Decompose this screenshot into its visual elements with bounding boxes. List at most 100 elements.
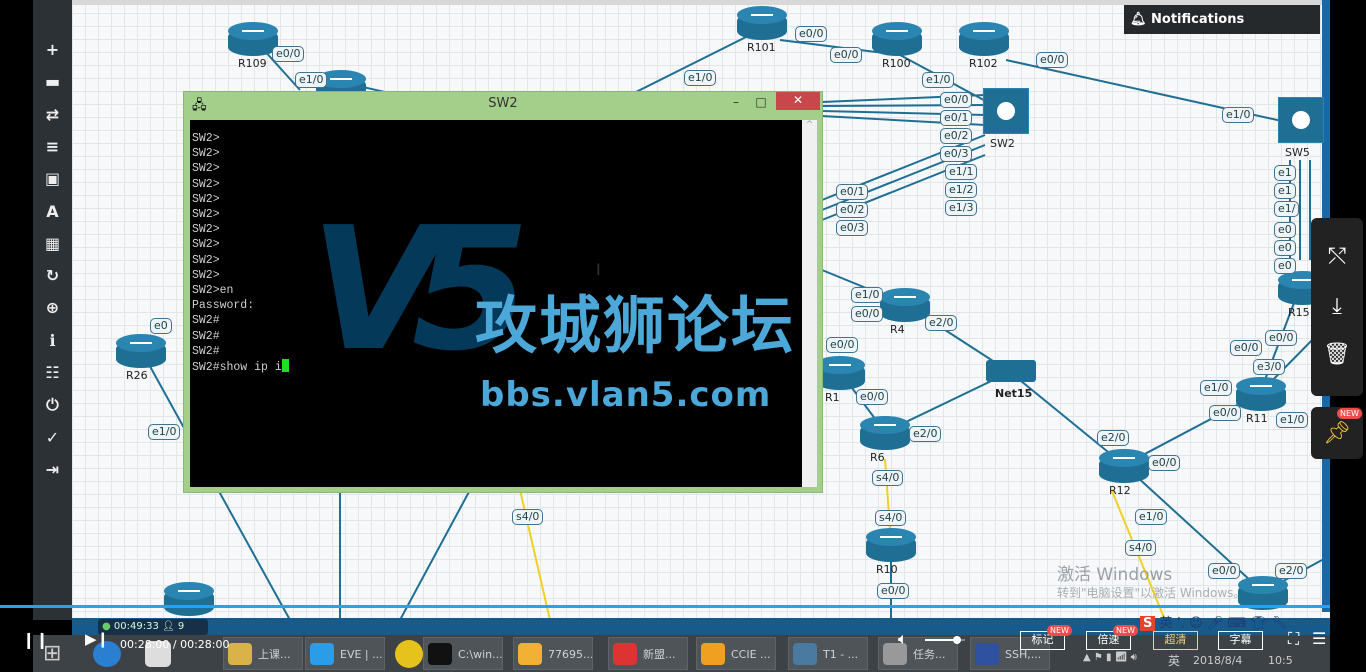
emoji-icon[interactable]: ☺ bbox=[1189, 616, 1203, 631]
port-label: e0 bbox=[1274, 240, 1296, 256]
node-label[interactable]: R12 bbox=[1109, 484, 1131, 497]
node-label[interactable]: R26 bbox=[126, 369, 148, 382]
taskbar-item[interactable]: SSH,... bbox=[970, 637, 1050, 670]
video-progress-bar[interactable] bbox=[0, 605, 1366, 608]
sogou-browser-icon[interactable] bbox=[93, 641, 121, 667]
keyboard-icon[interactable]: ⌨ bbox=[1227, 616, 1247, 631]
refresh-icon[interactable]: ↻ bbox=[45, 266, 60, 286]
table-icon[interactable]: ☷ bbox=[45, 363, 60, 382]
node-label[interactable]: R102 bbox=[969, 57, 998, 70]
minimize-button[interactable]: – bbox=[733, 95, 739, 109]
router-r26[interactable] bbox=[116, 334, 166, 368]
windows-start-icon[interactable]: ⊞ bbox=[43, 641, 62, 666]
taskbar-item[interactable]: C:\win... bbox=[423, 637, 503, 670]
clock-time[interactable]: 10:5 bbox=[1268, 654, 1293, 667]
skin-icon[interactable]: 👕︎ bbox=[1250, 616, 1267, 631]
node-label[interactable]: R11 bbox=[1246, 412, 1268, 425]
server-icon[interactable]: ▬ bbox=[44, 72, 61, 92]
fullscreen-icon[interactable]: ⛶ bbox=[1288, 629, 1300, 648]
node-label[interactable]: SW2 bbox=[990, 137, 1015, 150]
tray-language[interactable]: 英 bbox=[1168, 654, 1181, 668]
share-icon[interactable]: ⤲ bbox=[1328, 244, 1346, 269]
download-icon[interactable]: ⤓ bbox=[1332, 294, 1342, 319]
check-circle-icon[interactable]: ✓ bbox=[45, 427, 60, 447]
playlist-icon[interactable]: ☰ bbox=[1312, 629, 1327, 648]
ime-toolbar[interactable]: S 英 ’, ☺ 🎤︎ ⌨ 👕︎ 🔧︎ bbox=[1140, 612, 1322, 632]
terminal-screen[interactable]: SW2>SW2>SW2>SW2>SW2>SW2>SW2>SW2>SW2>SW2>… bbox=[190, 120, 802, 487]
network-net15[interactable] bbox=[986, 360, 1036, 382]
power-icon[interactable]: ⏻ bbox=[46, 395, 59, 415]
taskbar-item[interactable]: T1 - ... bbox=[788, 637, 868, 670]
mic-icon[interactable]: 🎤︎ bbox=[1206, 616, 1224, 631]
router-r1[interactable] bbox=[815, 356, 865, 390]
taskbar-item-label: C:\win... bbox=[458, 648, 503, 661]
sogou-icon[interactable]: S bbox=[1140, 616, 1156, 631]
taskbar-item[interactable]: 77695... bbox=[513, 637, 593, 670]
router-r100[interactable] bbox=[872, 22, 922, 56]
router-r4[interactable] bbox=[880, 288, 930, 322]
router-r109[interactable] bbox=[228, 22, 278, 56]
node-label[interactable]: Net15 bbox=[995, 387, 1033, 400]
watermark-logo: V5 bbox=[310, 191, 530, 389]
tray-icons[interactable]: ▲ ⚑ ▮ 📶︎ 🔊︎ bbox=[1083, 652, 1137, 663]
terminal-line: SW2> bbox=[192, 132, 220, 145]
info-icon[interactable]: ℹ bbox=[49, 330, 56, 350]
pin-icon[interactable]: 📌︎ bbox=[1323, 421, 1351, 446]
list-icon[interactable]: ≡ bbox=[45, 136, 60, 156]
node-label[interactable]: R100 bbox=[882, 57, 911, 70]
grid-icon[interactable]: ▦ bbox=[44, 233, 61, 253]
logout-icon[interactable]: ⇥ bbox=[45, 459, 60, 479]
router-r11[interactable] bbox=[1236, 377, 1286, 411]
node-label[interactable]: R109 bbox=[238, 57, 267, 70]
qq-music-icon[interactable] bbox=[395, 640, 423, 668]
node-label[interactable]: R10 bbox=[876, 563, 898, 576]
router-r12[interactable] bbox=[1099, 449, 1149, 483]
switch-sw5[interactable] bbox=[1278, 97, 1324, 143]
image-icon[interactable]: ▣ bbox=[44, 169, 61, 189]
clock-date[interactable]: 2018/8/4 bbox=[1193, 654, 1243, 667]
zoom-icon[interactable]: ⊕ bbox=[45, 298, 60, 318]
ime-language[interactable]: 英 bbox=[1159, 616, 1173, 631]
router-r101[interactable] bbox=[737, 6, 787, 40]
close-button[interactable]: ✕ bbox=[776, 92, 820, 110]
scrollbar[interactable]: ^ bbox=[802, 120, 817, 487]
router-r6[interactable] bbox=[860, 416, 910, 450]
router[interactable] bbox=[164, 582, 214, 616]
taskbar-item[interactable]: 新盟... bbox=[608, 637, 688, 670]
ime-punctuation[interactable]: ’, bbox=[1176, 616, 1185, 631]
next-button[interactable]: ▶❙ bbox=[85, 630, 110, 648]
taskbar-item[interactable]: EVE | ... bbox=[305, 637, 385, 670]
taskbar-item[interactable]: 上课... bbox=[223, 637, 303, 670]
node-label[interactable]: R6 bbox=[870, 451, 885, 464]
volume-slider[interactable] bbox=[925, 636, 965, 644]
taskbar-item[interactable]: CCIE ... bbox=[696, 637, 776, 670]
node-label[interactable]: R4 bbox=[890, 323, 905, 336]
node-label[interactable]: R101 bbox=[747, 41, 776, 54]
terminal-window[interactable]: SW2 🖧 – □ ✕ SW2>SW2>SW2>SW2>SW2>SW2>SW2>… bbox=[183, 91, 823, 493]
player-button-3[interactable]: 字幕 bbox=[1218, 631, 1263, 650]
new-badge: NEW bbox=[1047, 625, 1072, 636]
node-label[interactable]: R1 bbox=[825, 391, 840, 404]
terminal-input[interactable]: SW2#show ip i bbox=[192, 361, 282, 375]
taskbar-item[interactable]: 任务... bbox=[878, 637, 958, 670]
wrench-icon[interactable]: 🔧︎ bbox=[1271, 616, 1288, 631]
switch-sw2[interactable] bbox=[983, 88, 1029, 134]
text-icon[interactable]: A bbox=[46, 201, 59, 221]
node-label[interactable]: R15 bbox=[1288, 306, 1310, 319]
notifications-button[interactable]: 🔔︎ Notifications bbox=[1124, 5, 1320, 34]
port-label: e3/0 bbox=[1253, 359, 1286, 375]
delete-icon[interactable]: 🗑︎ bbox=[1323, 342, 1351, 367]
router-r10[interactable] bbox=[866, 528, 916, 562]
plus-icon[interactable]: + bbox=[45, 40, 60, 59]
volume-icon[interactable]: 🔈︎ bbox=[898, 629, 908, 648]
pause-button[interactable]: ❙❙ bbox=[22, 630, 49, 649]
maximize-button[interactable]: □ bbox=[755, 95, 767, 109]
baidu-icon[interactable] bbox=[145, 641, 171, 667]
node-label[interactable]: SW5 bbox=[1285, 146, 1310, 159]
player-button-2[interactable]: 超清 bbox=[1153, 631, 1198, 650]
transfer-icon[interactable]: ⇄ bbox=[45, 104, 60, 124]
router-r102[interactable] bbox=[959, 22, 1009, 56]
